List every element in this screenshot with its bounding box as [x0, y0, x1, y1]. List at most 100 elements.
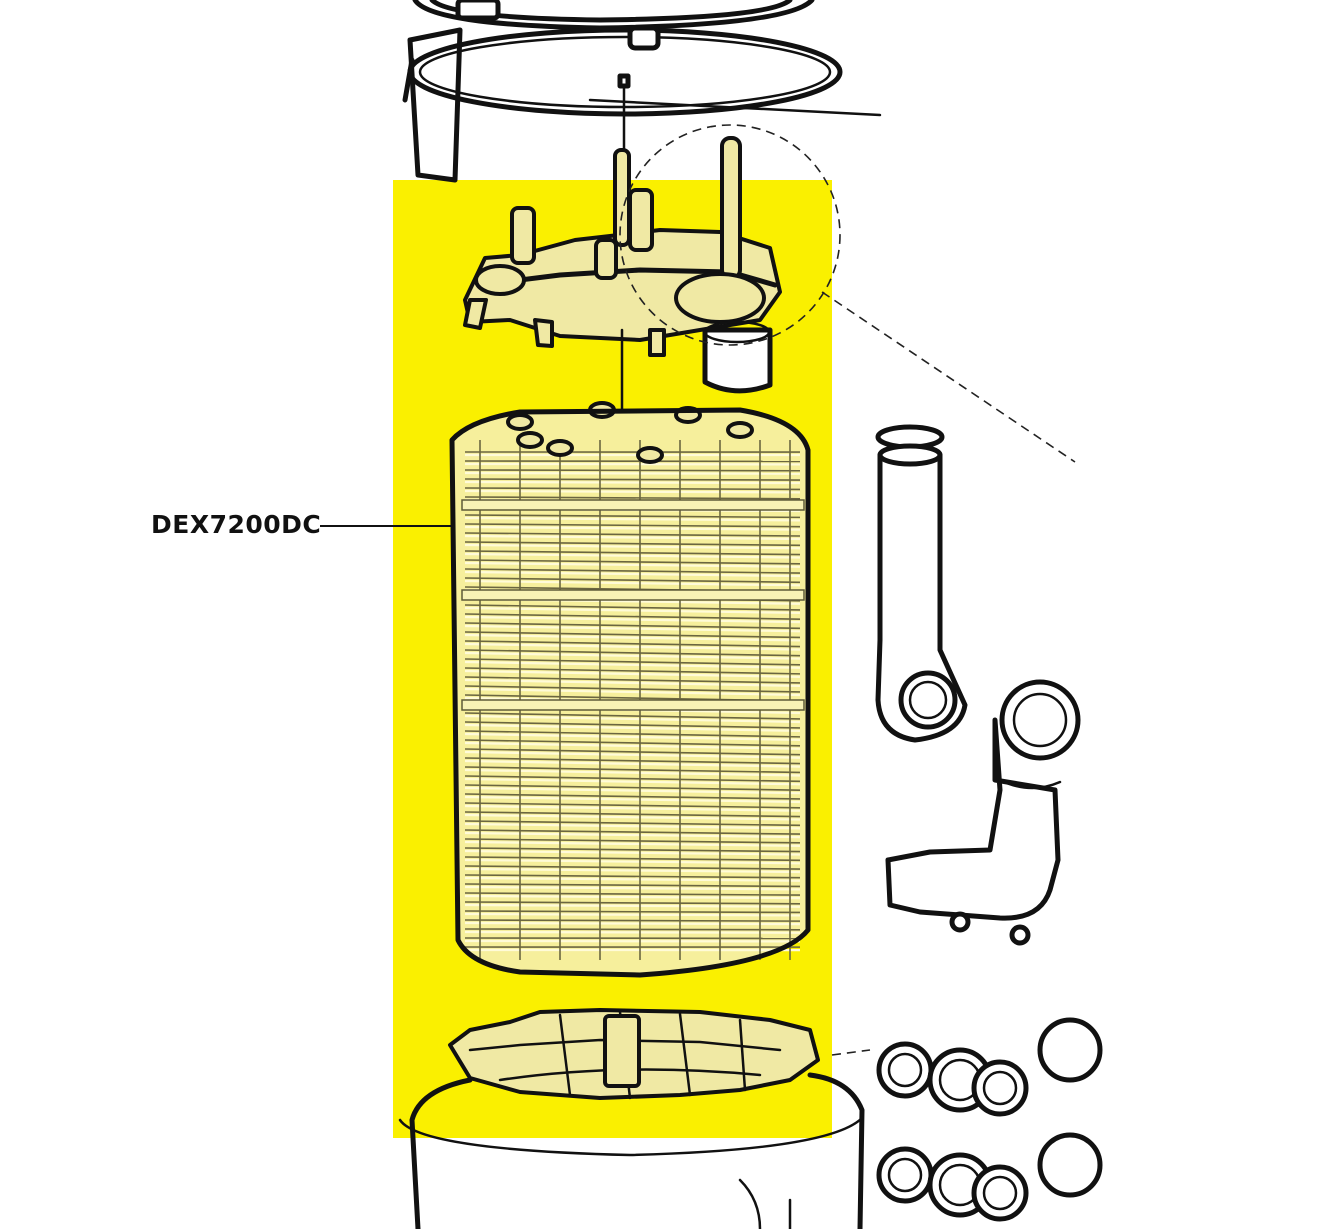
fitting-ring	[876, 1146, 934, 1204]
element-rib-highlight	[464, 867, 801, 874]
element-cap	[516, 431, 544, 449]
element-rib	[464, 559, 801, 565]
element-rib-highlight	[464, 561, 801, 568]
element-rib	[464, 865, 801, 870]
element-rib-highlight	[464, 579, 801, 587]
element-rib	[464, 802, 801, 809]
element-cap	[506, 413, 534, 431]
part-number-label[interactable]: DEX7200DC	[151, 510, 322, 539]
element-rib	[464, 685, 801, 693]
element-rib-highlight	[464, 642, 801, 651]
element-rib	[464, 748, 801, 756]
element-rib	[464, 919, 801, 922]
element-rib-highlight	[464, 543, 801, 550]
element-rib-highlight	[464, 480, 801, 485]
element-rib	[464, 658, 801, 666]
elbow-pipe	[885, 679, 1081, 946]
element-rib-highlight	[464, 750, 801, 759]
element-rib	[464, 514, 801, 519]
element-rib-highlight	[464, 678, 801, 688]
element-rib	[464, 487, 801, 491]
element-rib-highlight	[464, 489, 801, 494]
element-rib	[464, 766, 801, 774]
element-rib-highlight	[464, 741, 801, 750]
element-rib-highlight	[464, 777, 801, 786]
element-rib-highlight	[464, 822, 801, 830]
element-rib-highlight	[464, 615, 801, 624]
element-rib-highlight	[464, 912, 801, 917]
element-rib	[464, 883, 801, 888]
element-rib	[464, 496, 801, 500]
element-rib-highlight	[464, 714, 801, 724]
manifold	[463, 124, 1076, 463]
element-band	[461, 499, 805, 511]
element-rib-highlight	[464, 858, 801, 865]
element-rib	[464, 532, 801, 537]
element-rib	[464, 523, 801, 528]
element-rib	[464, 541, 801, 547]
element-rib	[464, 793, 801, 800]
element-rib-highlight	[464, 669, 801, 678]
element-rib-highlight	[464, 885, 801, 891]
fitting-ring	[1037, 1017, 1103, 1083]
element-rib	[464, 757, 801, 765]
fitting-ring	[876, 1041, 934, 1099]
element-rib-highlight	[464, 786, 801, 795]
element-rib	[464, 856, 801, 862]
fitting-ring	[971, 1059, 1029, 1117]
tank-body	[398, 1049, 871, 1229]
element-rib	[464, 730, 801, 738]
element-rib	[464, 640, 801, 648]
element-rib	[464, 784, 801, 791]
element-band	[461, 589, 805, 601]
element-rib	[464, 874, 801, 879]
filter-element[interactable]	[449, 401, 811, 978]
element-rib-highlight	[464, 894, 801, 900]
element-rib-highlight	[464, 570, 801, 578]
element-rib-highlight	[464, 651, 801, 660]
element-rib	[464, 469, 801, 472]
element-rib-highlight	[464, 723, 801, 733]
element-rib-highlight	[464, 624, 801, 633]
element-rib-highlight	[464, 795, 801, 804]
element-rib-highlight	[464, 516, 801, 522]
union-fittings	[876, 1017, 1103, 1222]
element-rib	[464, 478, 801, 481]
element-cap	[726, 421, 754, 439]
element-rib	[464, 568, 801, 574]
element-rib	[464, 739, 801, 747]
element-rib-highlight	[464, 606, 801, 615]
element-rib	[464, 775, 801, 783]
element-rib	[464, 631, 801, 639]
element-rib	[464, 928, 801, 931]
element-rib-highlight	[464, 534, 801, 541]
element-rib-highlight	[464, 552, 801, 559]
tank-lid-assembly	[402, 0, 882, 183]
element-rib-highlight	[464, 732, 801, 741]
element-rib	[464, 829, 801, 835]
element-rib-highlight	[464, 849, 801, 856]
element-rib-highlight	[464, 687, 801, 697]
element-rib	[464, 622, 801, 630]
fitting-ring	[887, 1157, 923, 1193]
element-rib-highlight	[464, 804, 801, 812]
fitting-ring	[887, 1052, 923, 1088]
element-rib-highlight	[464, 471, 801, 475]
element-rib	[464, 667, 801, 675]
element-rib	[464, 901, 801, 905]
element-rib-highlight	[464, 903, 801, 908]
element-band	[461, 699, 805, 711]
element-rib	[464, 892, 801, 896]
element-rib	[464, 577, 801, 584]
element-rib-highlight	[464, 768, 801, 777]
element-rib	[464, 613, 801, 620]
element-rib	[464, 676, 801, 684]
fitting-ring	[1037, 1132, 1103, 1198]
element-rib	[464, 838, 801, 844]
fitting-ring	[982, 1070, 1018, 1106]
element-rib	[464, 820, 801, 827]
element-rib-highlight	[464, 759, 801, 768]
element-rib	[464, 910, 801, 914]
element-rib-highlight	[464, 813, 801, 821]
